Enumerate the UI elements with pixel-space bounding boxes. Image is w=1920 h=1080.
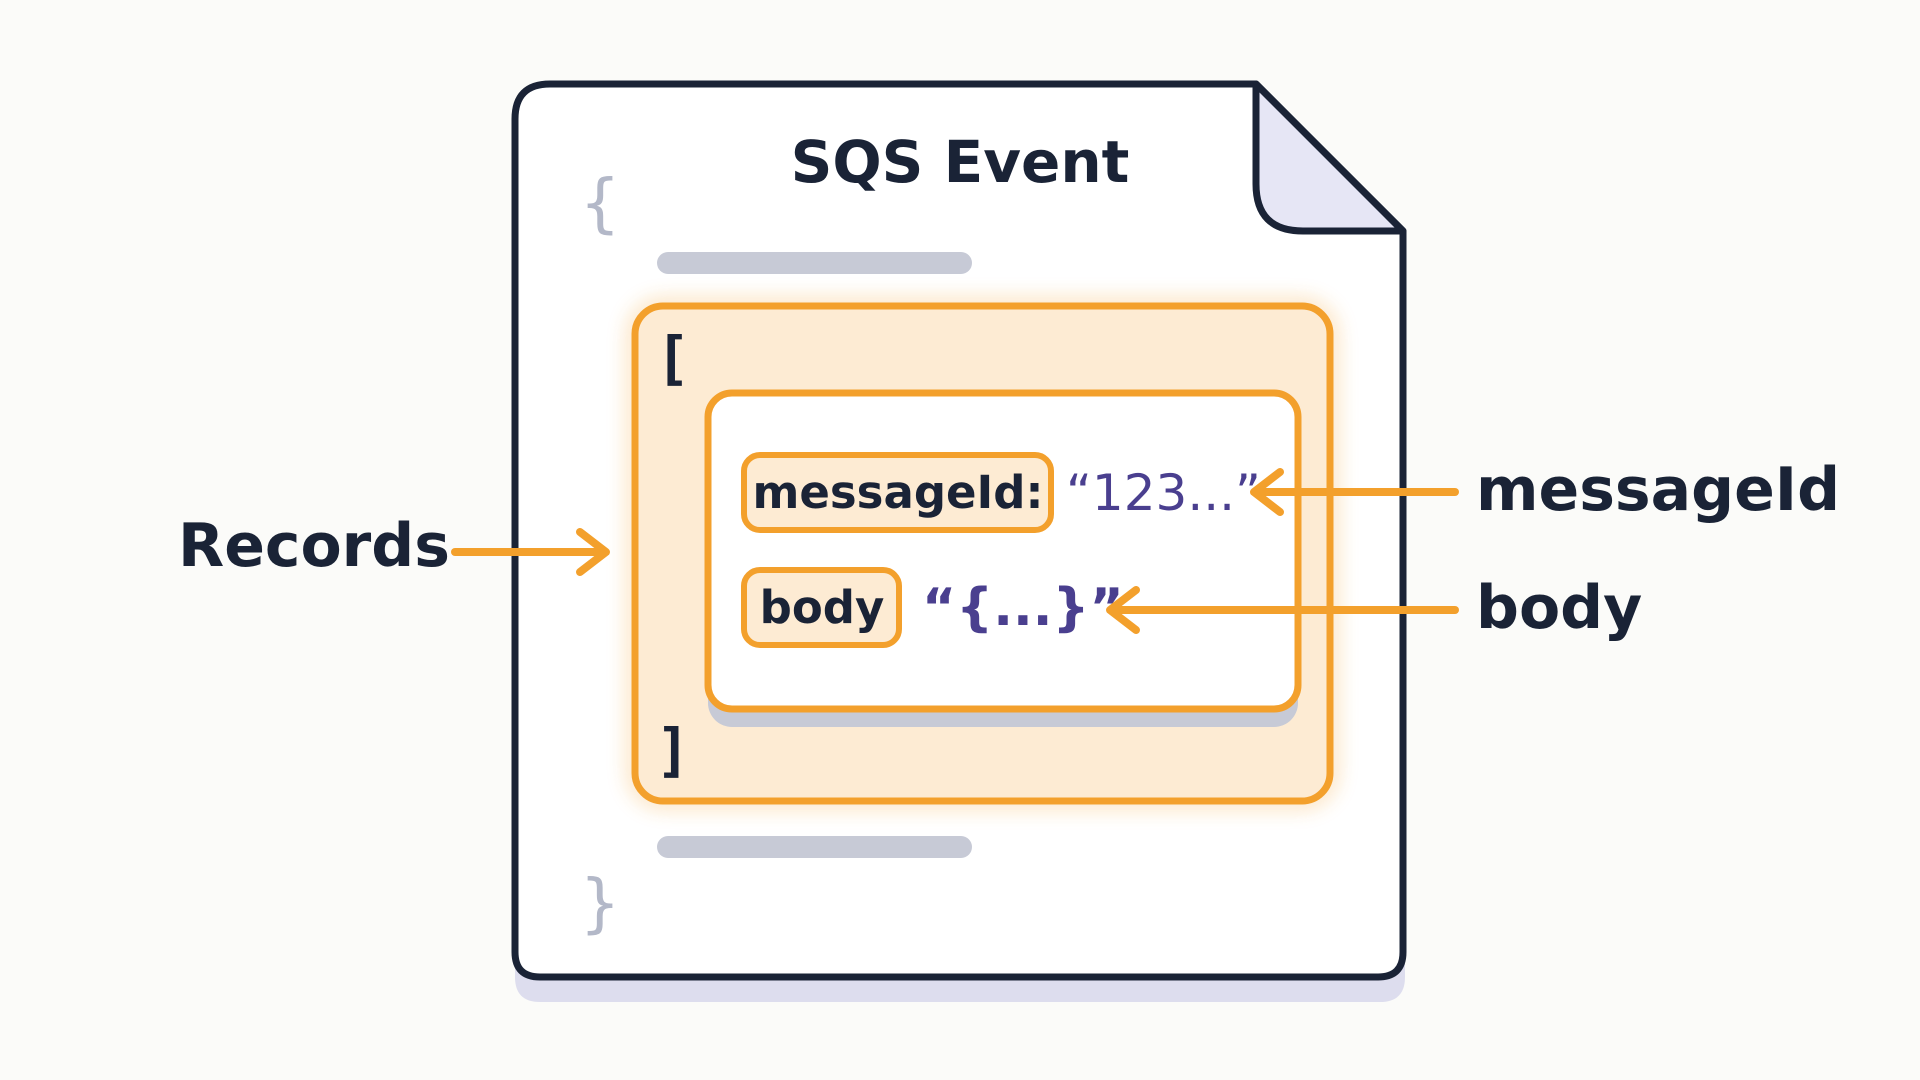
message-id-key: messageId: [752, 466, 1043, 519]
body-callout-label: body [1476, 573, 1642, 643]
placeholder-line-bottom [657, 836, 972, 858]
message-id-callout-label: messageId [1476, 455, 1840, 525]
body-key-pill [741, 567, 902, 648]
message-id-key-pill [741, 452, 1054, 533]
records-callout-label: Records [178, 511, 450, 581]
body-key: body [760, 581, 885, 634]
document-title: SQS Event [791, 128, 1130, 196]
document-fold-corner [1252, 80, 1407, 235]
json-close-bracket: ] [656, 716, 691, 784]
placeholder-line-top [657, 252, 972, 274]
body-arrow-head [1106, 586, 1140, 634]
message-id-arrow-head [1250, 468, 1284, 516]
json-open-bracket: [ [656, 324, 691, 392]
record-object-box [704, 389, 1302, 713]
message-id-value: “123...” [1066, 464, 1261, 522]
body-value: “{...}” [922, 578, 1124, 638]
records-arrow-head [576, 528, 610, 576]
json-open-brace: { [581, 167, 620, 241]
json-close brace: } [581, 867, 620, 941]
